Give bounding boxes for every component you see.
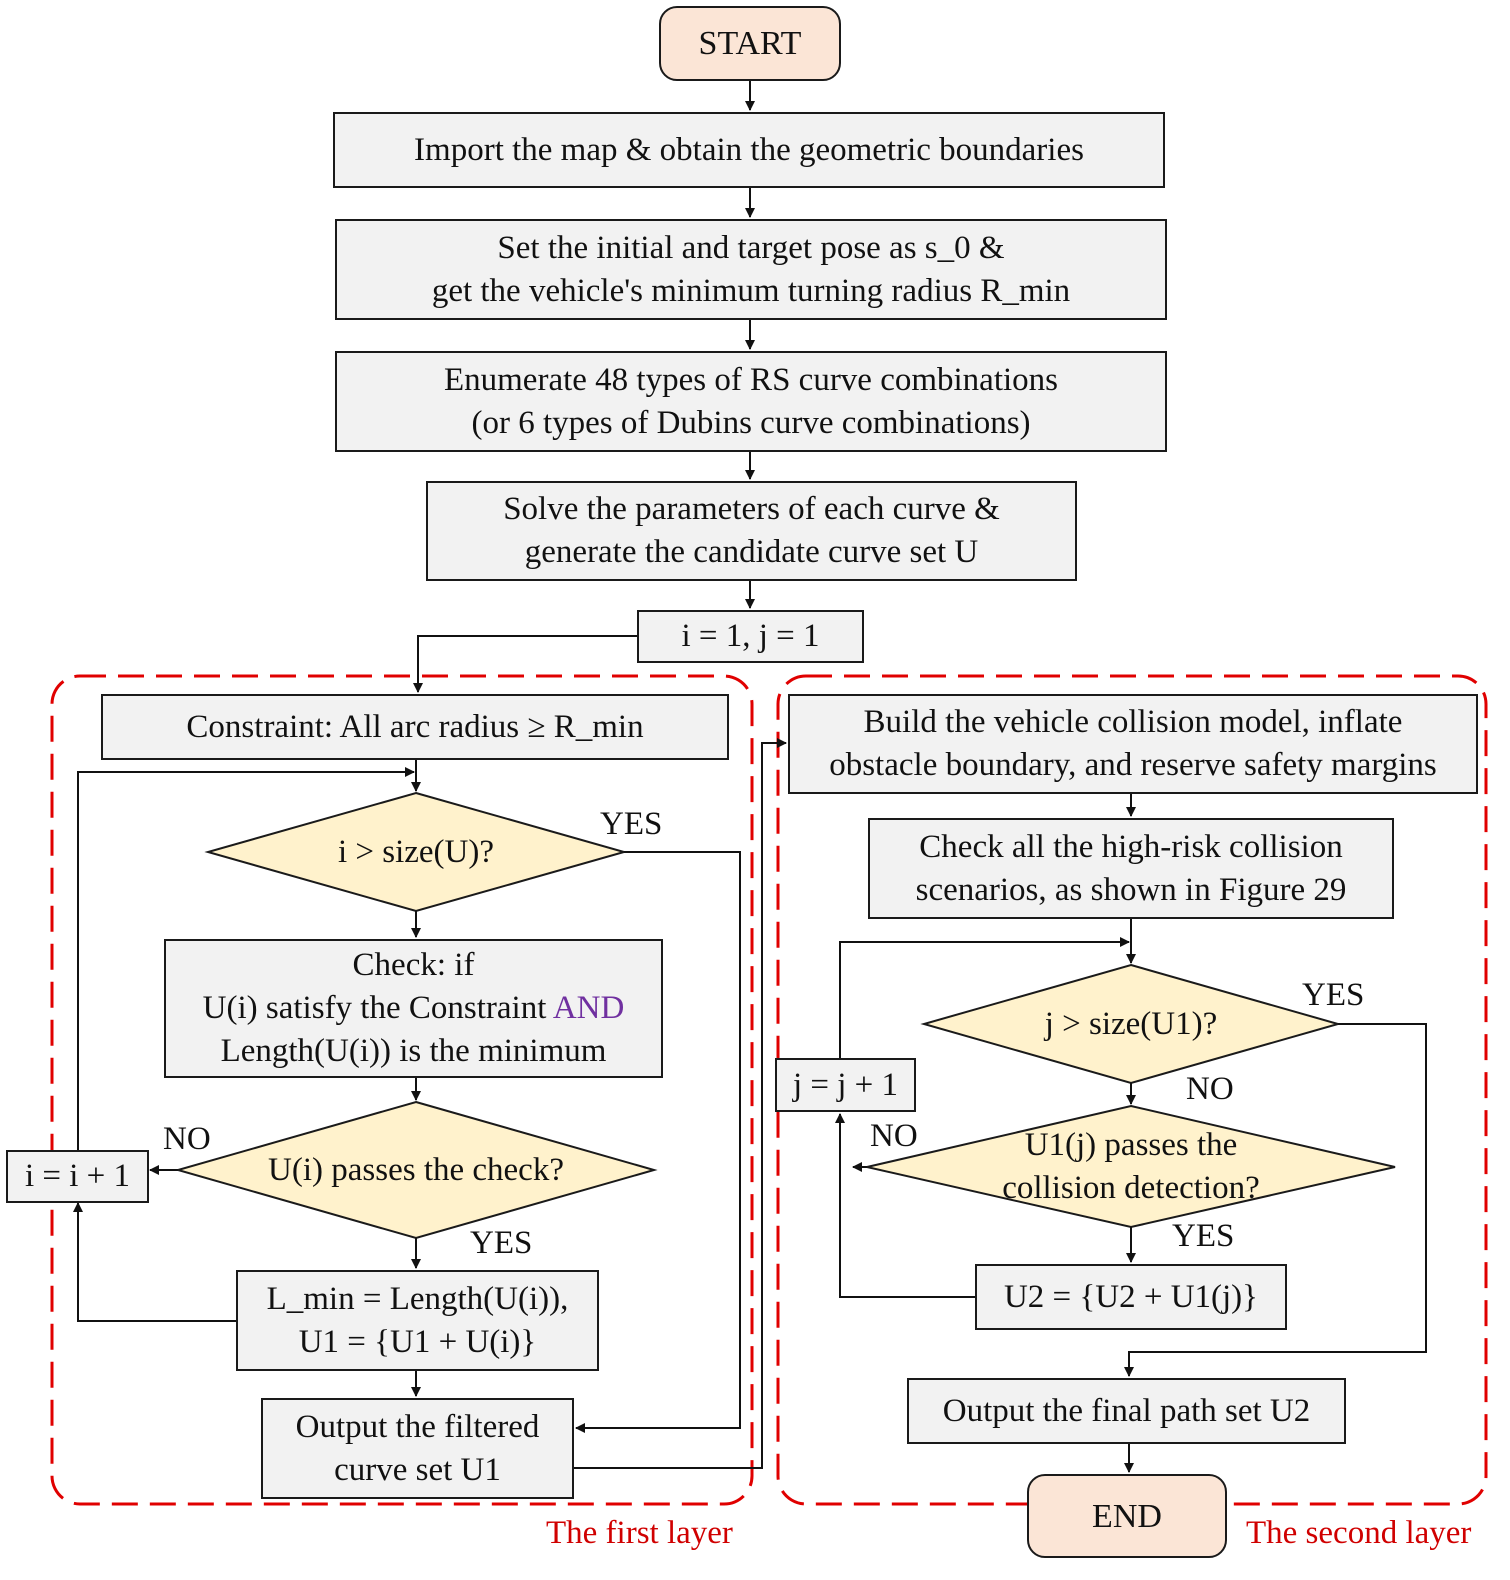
init-counters-step: i = 1, j = 1 [637, 610, 864, 663]
no-label-ui-passes: NO [163, 1121, 211, 1157]
no-label-collision: NO [870, 1118, 918, 1154]
update-u1-line-1: L_min = Length(U(i)), [266, 1280, 569, 1317]
end-terminal: END [1027, 1474, 1227, 1558]
arrow-update-incr-j [835, 1113, 975, 1298]
decision-i-size: i > size(U)? [337, 833, 495, 870]
solve-line-1: Solve the parameters of each curve & [503, 491, 1000, 527]
set-pose-step: Set the initial and target pose as s_0 &… [335, 219, 1167, 320]
output-u1-line-2: curve set U1 [334, 1451, 501, 1488]
enumerate-curves-step: Enumerate 48 types of RS curve combinati… [335, 351, 1167, 452]
arrow-init-constraint [413, 635, 637, 693]
decision-ui-passes: U(i) passes the check? [268, 1151, 564, 1188]
arrow-incr-j-loop [839, 937, 1130, 1058]
output-u1-step: Output the filtered curve set U1 [261, 1398, 574, 1499]
constraint-step: Constraint: All arc radius ≥ R_min [101, 694, 729, 760]
no-label-j-size: NO [1186, 1071, 1234, 1107]
increment-j-step: j = j + 1 [775, 1058, 916, 1112]
check-scenarios-step: Check all the high-risk collision scenar… [868, 818, 1394, 919]
build-line-2: obstacle boundary, and reserve safety ma… [829, 747, 1437, 783]
check-line-1: Check: if [352, 947, 475, 983]
check-line-3: Length(U(i)) is the minimum [220, 1033, 607, 1069]
update-u2-step: U2 = {U2 + U1(j)} [975, 1264, 1287, 1330]
and-keyword: AND [552, 990, 625, 1026]
first-layer-boundary [50, 674, 754, 1506]
solve-parameters-step: Solve the parameters of each curve & gen… [426, 481, 1077, 581]
check-scenarios-line-1: Check all the high-risk collision [919, 828, 1343, 865]
import-map-step: Import the map & obtain the geometric bo… [333, 112, 1165, 188]
update-u1-line-2: U1 = {U1 + U(i)} [298, 1323, 537, 1360]
first-layer-label: The first layer [546, 1515, 733, 1551]
output-u2-step: Output the final path set U2 [907, 1378, 1346, 1444]
check-line-2: U(i) satisfy the Constraint AND [203, 987, 625, 1030]
arrow-cond-yes-output [575, 851, 741, 1433]
start-terminal: START [659, 6, 841, 81]
set-pose-line-1: Set the initial and target pose as s_0 & [497, 229, 1005, 266]
arrow-cond-yes-output [1124, 1023, 1427, 1377]
set-pose-line-2: get the vehicle's minimum turning radius… [431, 272, 1071, 309]
arrow-incr-loop [77, 767, 415, 1150]
second-layer-label: The second layer [1246, 1515, 1472, 1551]
collision-line-1: U1(j) passes the [1024, 1127, 1238, 1163]
enumerate-line-1: Enumerate 48 types of RS curve combinati… [443, 361, 1059, 398]
yes-label-j-size: YES [1302, 977, 1365, 1013]
update-u1-step: L_min = Length(U(i)), U1 = {U1 + U(i)} [236, 1270, 599, 1371]
increment-i-step: i = i + 1 [6, 1150, 149, 1203]
yes-label-collision: YES [1172, 1218, 1235, 1254]
check-constraint-step: Check: if U(i) satisfy the Constraint AN… [164, 939, 663, 1078]
output-u1-line-1: Output the filtered [295, 1408, 540, 1445]
decision-collision: U1(j) passes the collision detection? [930, 1124, 1332, 1210]
yes-label-ui-passes: YES [470, 1225, 533, 1261]
solve-line-2: generate the candidate curve set U [524, 534, 979, 570]
check-scenarios-line-2: scenarios, as shown in Figure 29 [915, 871, 1347, 908]
enumerate-line-2: (or 6 types of Dubins curve combinations… [471, 404, 1031, 441]
arrow-output-second-layer [574, 738, 787, 1469]
build-collision-model-step: Build the vehicle collision model, infla… [788, 694, 1478, 794]
check-line-2-text: U(i) satisfy the Constraint [202, 990, 553, 1026]
arrow-update-incr [73, 1202, 237, 1322]
build-line-1: Build the vehicle collision model, infla… [863, 704, 1403, 740]
collision-line-2: collision detection? [1002, 1170, 1260, 1206]
yes-label-i-size: YES [600, 806, 663, 842]
decision-j-size: j > size(U1)? [1044, 1005, 1218, 1042]
